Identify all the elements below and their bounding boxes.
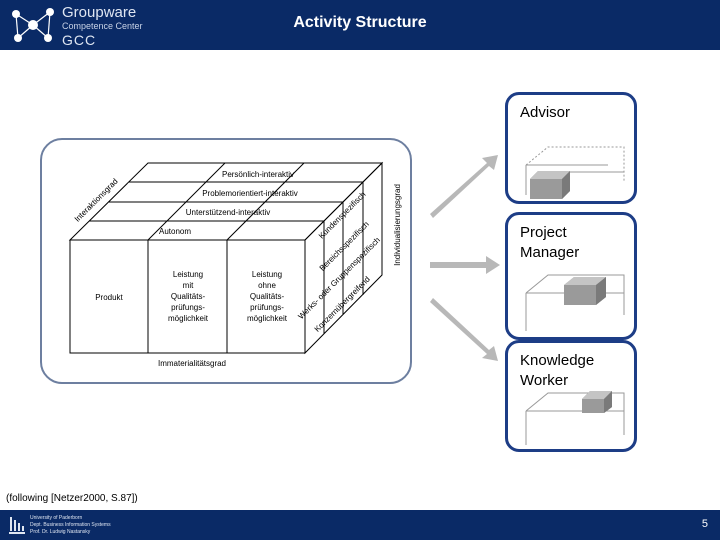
front-cell-produkt: Produkt — [95, 293, 123, 302]
front-cell-ohne-line: möglichkeit — [247, 314, 288, 323]
layer-label: Problemorientiert-interaktiv — [202, 189, 298, 198]
cube-side-top-divider — [147, 162, 226, 241]
role-label-advisor: Advisor — [520, 104, 571, 121]
arrow-to-knowledge-worker-icon — [430, 298, 498, 361]
university-info: University of Paderborn Dept. Business I… — [30, 515, 111, 536]
role-box-advisor: Advisor — [505, 92, 637, 204]
front-cell-ohne-line: prüfungs- — [250, 303, 284, 312]
layer-label: Autonom — [159, 227, 191, 236]
front-cell-ohne-line: ohne — [258, 281, 276, 290]
cube-side-top-divider — [226, 162, 305, 241]
bottom-axis-label: Immaterialitätsgrad — [158, 359, 226, 368]
arrow-to-advisor-icon — [430, 155, 498, 218]
diagram-frame — [40, 138, 412, 384]
layer-label: Unterstützend-interaktiv — [186, 208, 270, 217]
front-cell-mit-line: prüfungs- — [171, 303, 205, 312]
footer-bar: University of Paderborn Dept. Business I… — [0, 510, 720, 540]
page-number: 5 — [701, 518, 708, 530]
professor-name: Prof. Dr. Ludwig Nastansky — [30, 529, 91, 535]
brand-acronym: GCC — [62, 32, 97, 48]
brand-name: Groupware — [62, 4, 137, 21]
role-box-knowledge-worker: Knowledge Worker — [505, 340, 637, 452]
slide-title: Activity Structure — [293, 14, 427, 31]
front-cell-mit-line: Qualitäts- — [171, 292, 206, 301]
role-label-knowledge-worker: Knowledge Worker — [520, 352, 595, 389]
front-cell-mit-line: Leistung — [173, 270, 203, 279]
university-name: University of Paderborn — [30, 515, 83, 521]
header-bar: Groupware Competence Center GCC Activity… — [0, 0, 720, 50]
front-cell-ohne-line: Leistung — [252, 270, 282, 279]
cube-thumbnail-icon — [525, 146, 625, 199]
role-box-project-manager: Project Manager — [505, 212, 637, 340]
groupware-logo-icon — [12, 8, 54, 42]
brand-subtitle: Competence Center — [62, 21, 143, 31]
layer-label: Persönlich-interaktiv — [222, 170, 294, 179]
left-axis-label: Interaktionsgrad — [73, 177, 120, 224]
arrow-to-project-manager-icon — [430, 256, 500, 274]
department-name: Dept. Business Information Systems — [30, 522, 111, 528]
front-cell-mit-line: mit — [183, 281, 194, 290]
brand-block: Groupware Competence Center GCC — [62, 4, 143, 49]
side-layer-label: Konzernübergreifend — [313, 275, 372, 334]
citation-footnote: (following [Netzer2000, S.87]) — [6, 493, 138, 504]
front-cell-ohne-line: Qualitäts- — [250, 292, 285, 301]
role-label-project-manager: Project Manager — [520, 224, 580, 261]
front-cell-mit-line: möglichkeit — [168, 314, 209, 323]
university-logo-icon — [9, 517, 25, 534]
cube-right-face — [304, 161, 383, 355]
right-axis-label: Individualisierungsgrad — [393, 184, 402, 266]
cube-thumbnail-icon — [525, 391, 625, 445]
cube-thumbnail-icon — [525, 274, 625, 331]
